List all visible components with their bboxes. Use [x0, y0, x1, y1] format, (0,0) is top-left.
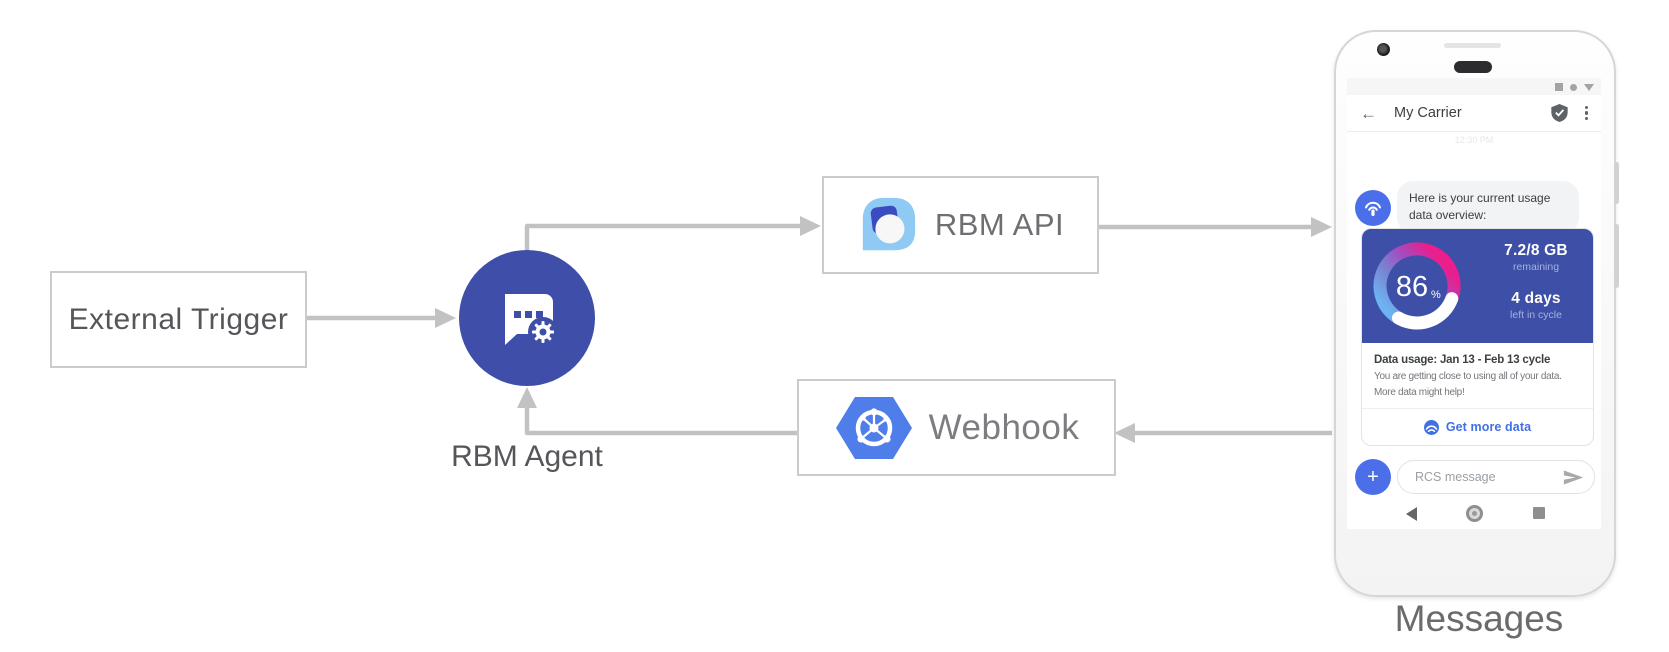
get-more-data-button[interactable]: Get more data: [1362, 409, 1593, 445]
usage-rich-card: 86 % 7.2/8 GB remaining 4 days left in c…: [1361, 228, 1594, 446]
plus-label: +: [1367, 465, 1379, 488]
webhook-label: Webhook: [928, 407, 1080, 447]
days-left-value: 4 days: [1511, 290, 1561, 307]
usage-card-text: Data usage: Jan 13 - Feb 13 cycle You ar…: [1362, 343, 1593, 399]
android-recents-button[interactable]: [1533, 507, 1545, 519]
status-dot-icon: [1570, 83, 1577, 91]
usage-card-body-line: More data might help!: [1374, 386, 1465, 398]
back-arrow-icon[interactable]: ←: [1360, 103, 1377, 123]
globe-icon: [1423, 419, 1439, 435]
phone-screen: ← My Carrier 12:30 PM: [1347, 78, 1601, 529]
status-triangle-icon: [1584, 83, 1594, 91]
status-square-icon: [1555, 83, 1563, 91]
rbm-api-node: RBM API: [822, 176, 1099, 274]
data-remaining-label: remaining: [1512, 261, 1560, 273]
agent-message-line: Here is your current usage: [1409, 191, 1551, 205]
speaker-grille: [1444, 43, 1501, 48]
gauge-percent-unit: %: [1431, 289, 1441, 301]
earpiece: [1454, 61, 1492, 73]
gauge-percent-value: 86: [1396, 271, 1428, 303]
rcs-message-input[interactable]: [1413, 469, 1563, 485]
usage-gauge-panel: 86 % 7.2/8 GB remaining 4 days left in c…: [1362, 229, 1593, 343]
usage-gauge: 86 %: [1373, 242, 1461, 330]
agent-message-bubble: Here is your current usage data overview…: [1397, 181, 1579, 233]
rbm-api-label: RBM API: [934, 207, 1065, 242]
conversation-title: My Carrier: [1394, 105, 1462, 121]
volume-button: [1614, 224, 1619, 288]
power-button: [1614, 162, 1619, 204]
verified-shield-icon[interactable]: [1551, 104, 1568, 122]
message-compose-bar: [1397, 460, 1595, 494]
attach-plus-button[interactable]: +: [1355, 459, 1391, 495]
get-more-data-label: Get more data: [1445, 420, 1532, 434]
card-divider: [1362, 408, 1593, 409]
usage-card-title: Data usage: Jan 13 - Feb 13 cycle: [1374, 354, 1551, 366]
hotspot-icon: [1365, 201, 1381, 216]
android-back-button[interactable]: [1406, 507, 1417, 521]
agent-avatar: [1355, 190, 1391, 226]
agent-message-line: data overview:: [1409, 207, 1487, 222]
data-remaining-value: 7.2/8 GB: [1504, 242, 1568, 259]
external-trigger-label: External Trigger: [68, 302, 289, 336]
usage-card-body-line: You are getting close to using all of yo…: [1374, 371, 1562, 382]
status-bar: [1347, 78, 1601, 95]
messages-caption: Messages: [1394, 598, 1564, 639]
android-home-button[interactable]: [1466, 505, 1483, 522]
front-camera: [1377, 43, 1390, 56]
external-trigger-node: External Trigger: [50, 271, 307, 368]
chat-bubble-gear-icon: [505, 294, 558, 347]
rbm-agent-node: [459, 250, 595, 386]
webhook-node: Webhook: [797, 379, 1116, 476]
phone-mockup: ← My Carrier 12:30 PM: [1334, 30, 1619, 597]
message-timestamp: 12:30 PM: [1454, 135, 1494, 145]
webhook-hexagon-icon: [835, 396, 912, 459]
rbm-agent-label: RBM Agent: [451, 440, 603, 473]
overflow-menu-icon[interactable]: [1584, 105, 1588, 121]
days-left-label: left in cycle: [1510, 309, 1562, 321]
rbm-api-logo-icon: [862, 197, 915, 251]
send-icon[interactable]: [1563, 470, 1584, 485]
conversation-header: ← My Carrier: [1347, 95, 1601, 132]
